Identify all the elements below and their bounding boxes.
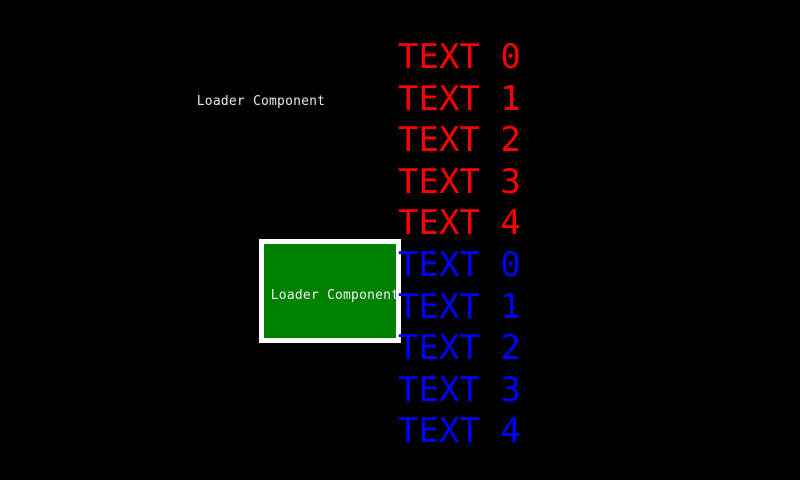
text-row[interactable]: TEXT 0 [398,37,521,77]
text-row[interactable]: TEXT 1 [398,287,521,327]
text-row[interactable]: TEXT 3 [398,162,521,202]
text-row[interactable]: TEXT 4 [398,411,521,451]
loader-component-box[interactable]: Loader Component [259,239,401,343]
text-row[interactable]: TEXT 2 [398,120,521,160]
text-row[interactable]: TEXT 0 [398,245,521,285]
text-row[interactable]: TEXT 2 [398,328,521,368]
text-row[interactable]: TEXT 1 [398,79,521,119]
text-row[interactable]: TEXT 3 [398,370,521,410]
text-row[interactable]: TEXT 4 [398,203,521,243]
loader-label-top: Loader Component [196,94,326,109]
loader-box-label: Loader Component [270,288,400,303]
